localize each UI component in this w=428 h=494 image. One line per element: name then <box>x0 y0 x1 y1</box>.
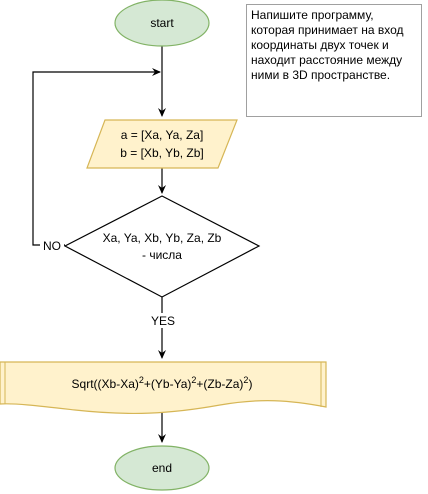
yes-label-bg <box>148 313 178 328</box>
end-label: end <box>152 461 172 475</box>
formula-part-4: ) <box>248 377 252 391</box>
formula-exp-3: 2 <box>243 375 248 385</box>
decision-line-2: - числа <box>142 248 182 262</box>
formula-part-3: +(Zb-Za) <box>196 377 243 391</box>
no-label-bg <box>40 238 64 253</box>
no-label: NO <box>43 239 61 253</box>
input-parallelogram <box>86 119 238 169</box>
yes-label: YES <box>151 314 175 328</box>
formula-text: Sqrt((Xb-Xa)2+(Yb-Ya)2+(Zb-Za)2) <box>72 375 253 391</box>
formula-part-2: +(Yb-Ya) <box>144 377 191 391</box>
input-line-b: b = [Xb, Yb, Zb] <box>120 146 204 160</box>
decision-line-1: Xa, Ya, Xb, Yb, Za, Zb <box>103 231 222 245</box>
task-note: Напишите программу, которая принимает на… <box>246 4 422 117</box>
formula-process <box>0 361 327 415</box>
decision-diamond <box>63 195 261 298</box>
formula-exp-1: 2 <box>139 375 144 385</box>
start-terminal <box>114 0 210 47</box>
end-terminal <box>114 445 210 491</box>
input-line-a: a = [Xa, Ya, Za] <box>121 128 204 142</box>
formula-exp-2: 2 <box>191 375 196 385</box>
start-label: start <box>150 16 174 30</box>
formula-part-1: Sqrt((Xb-Xa) <box>72 377 139 391</box>
